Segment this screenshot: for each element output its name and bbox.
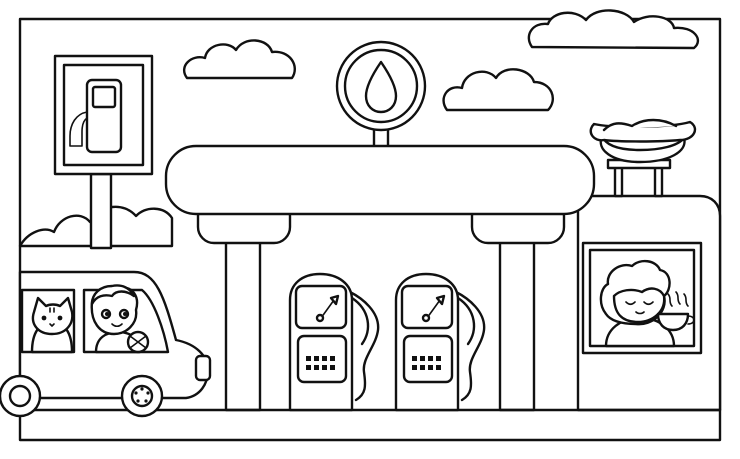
- shop-window: [581, 241, 703, 355]
- fuel-drop-icon: [364, 60, 398, 114]
- fuel-drop-badge: [335, 40, 427, 132]
- boy-driver-icon: [90, 284, 150, 354]
- canopy-pillar-left: [224, 230, 262, 412]
- fuel-pump-2: [394, 272, 486, 412]
- shop-building: [576, 118, 722, 412]
- fuel-pump-icon: [69, 78, 123, 154]
- cloud-right: [527, 9, 700, 50]
- canopy-pillar-right: [498, 230, 536, 412]
- car-front-wheel: [120, 374, 164, 418]
- hot-dog-sign: [589, 118, 697, 198]
- person-drinking-icon: [599, 259, 695, 348]
- cloud-middle: [442, 68, 554, 112]
- fuel-sign: [53, 54, 154, 250]
- pump-2-keypad: [412, 356, 441, 370]
- cloud-left: [182, 39, 296, 80]
- hot-dog-icon: [589, 118, 697, 164]
- cat-icon: [30, 296, 74, 354]
- car-rear-wheel: [0, 374, 42, 418]
- pump-1-keypad: [306, 356, 335, 370]
- canopy-roof: [164, 144, 596, 216]
- car: [0, 270, 212, 418]
- fuel-pump-1: [288, 272, 380, 412]
